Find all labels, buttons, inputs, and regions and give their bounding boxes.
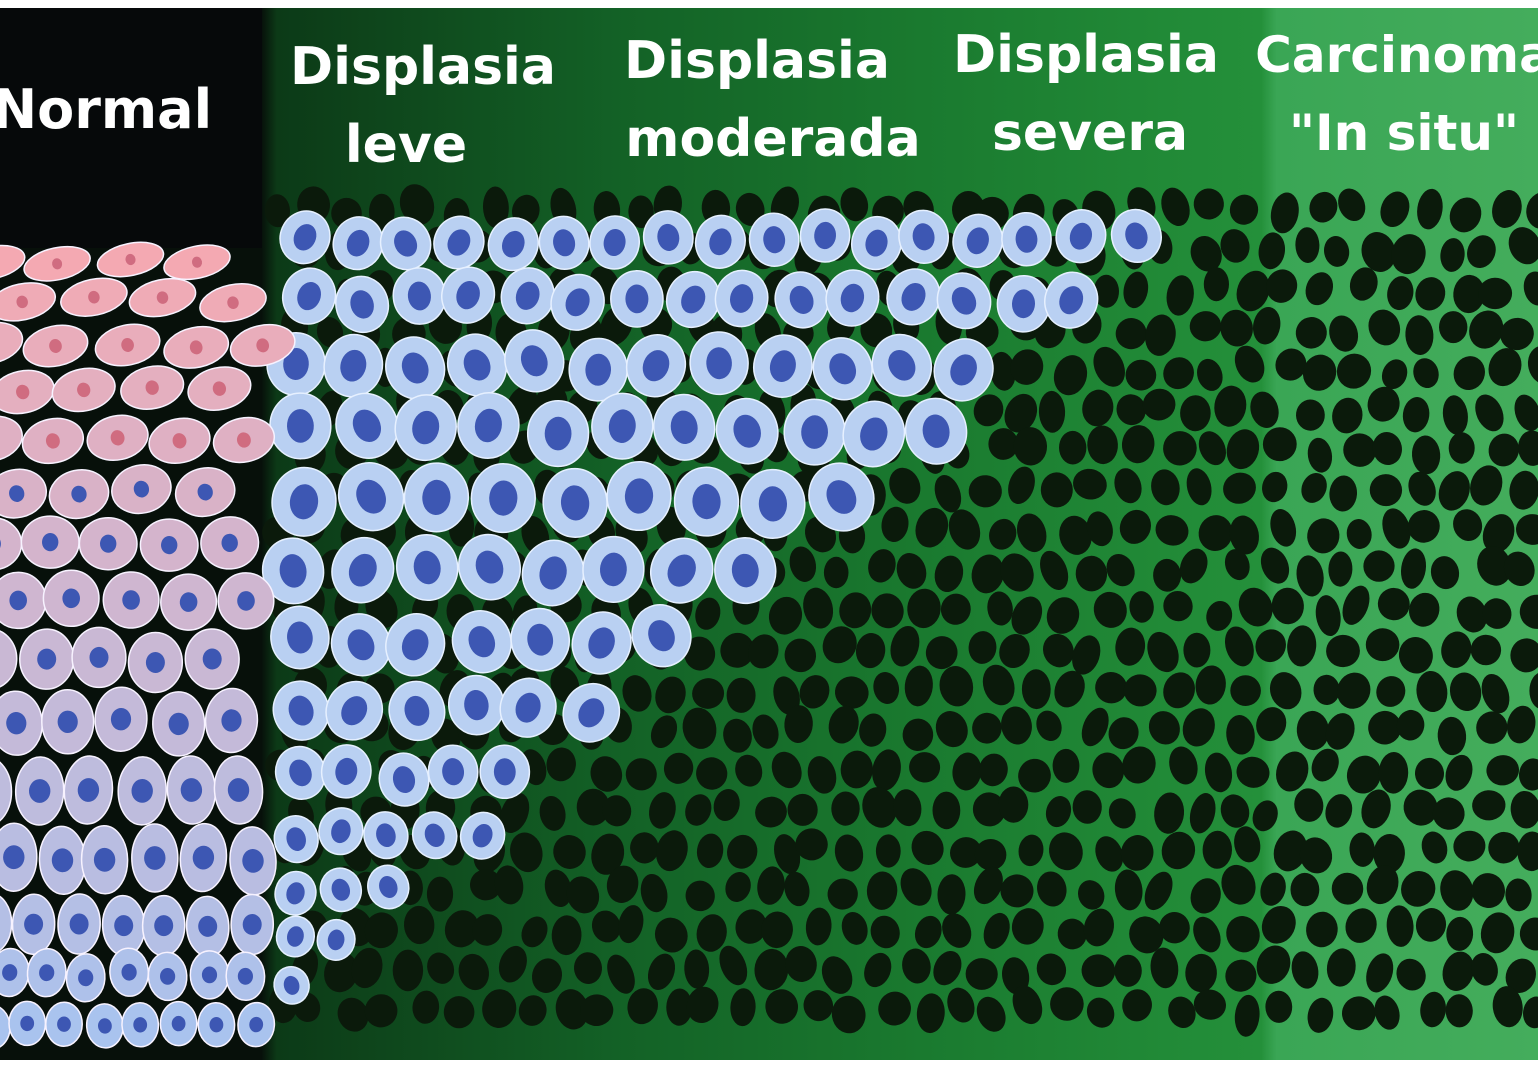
label-displasia-leve-line2: leve [345, 115, 467, 175]
label-displasia-moderada-line1: Displasia [624, 31, 890, 91]
abnormal-nucleus [932, 792, 960, 830]
dysplastic-cell [527, 400, 589, 467]
abnormal-nucleus [393, 950, 424, 992]
normal-cell [72, 627, 126, 687]
normal-cell [21, 515, 80, 569]
label-displasia-severa-line1: Displasia [953, 25, 1219, 85]
dysplastic-cell [479, 745, 530, 799]
normal-cell [79, 517, 138, 570]
abnormal-nucleus [727, 678, 756, 713]
normal-cell [128, 632, 182, 692]
normal-cell [41, 690, 93, 755]
label-carcinoma-line2: "In situ" [1289, 104, 1519, 162]
normal-cell [218, 572, 275, 629]
label-carcinoma-line1: Carcinoma [1255, 26, 1538, 84]
abnormal-nucleus [824, 557, 849, 588]
normal-cell [81, 825, 129, 894]
cell-nucleus [89, 647, 108, 668]
normal-cell [9, 1001, 46, 1045]
cell-nucleus [146, 652, 165, 673]
abnormal-nucleus [876, 834, 901, 867]
dysplastic-cell [783, 398, 846, 465]
normal-cell [160, 1001, 197, 1045]
normal-cell [12, 894, 56, 955]
label-displasia-leve-line1: Displasia [290, 37, 556, 97]
normal-cell [43, 570, 99, 626]
cell-nucleus [144, 846, 166, 870]
normal-cell [190, 951, 229, 1000]
dysplastic-cell [610, 270, 664, 327]
normal-cell [132, 824, 178, 892]
normal-cell [45, 1002, 82, 1047]
dysplastic-cell [269, 392, 332, 459]
normal-cell [152, 691, 205, 756]
label-displasia-severa-line2: severa [992, 103, 1188, 163]
label-normal: Normal [0, 78, 212, 141]
normal-cell [117, 756, 167, 825]
cell-nucleus [62, 588, 80, 608]
abnormal-nucleus [1204, 267, 1229, 301]
cell-nucleus [243, 914, 262, 935]
normal-cell [231, 894, 274, 954]
label-displasia-moderada-line2: moderada [625, 109, 920, 169]
normal-cell [142, 895, 185, 956]
normal-cell [140, 518, 199, 571]
